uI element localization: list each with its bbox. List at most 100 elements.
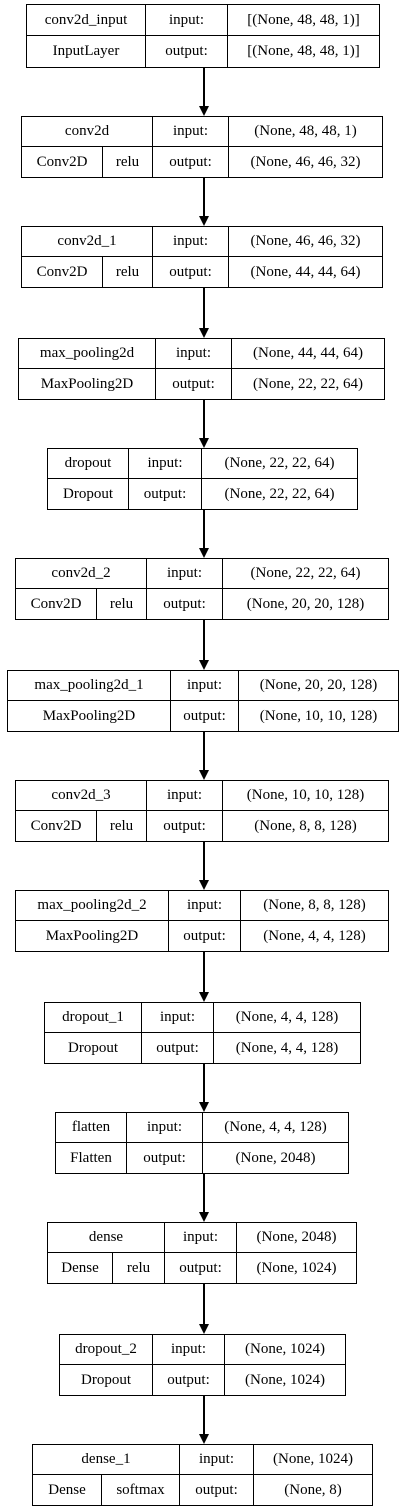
input-shape: (None, 2048) [236,1223,356,1252]
output-label: output: [146,589,222,619]
arrow-shaft [203,68,205,106]
output-shape: (None, 22, 22, 64) [231,369,384,399]
input-shape: (None, 20, 20, 128) [238,671,398,700]
input-label: input: [146,559,222,588]
layer-class: Dense [48,1481,86,1498]
output-label: output: [164,1253,236,1283]
output-shape: (None, 8) [253,1475,372,1505]
input-shape: (None, 22, 22, 64) [201,449,357,478]
activation-label: relu [96,811,146,841]
layer-class: Flatten [70,1149,112,1166]
activation-label: softmax [101,1475,179,1505]
layer-name: dropout [64,455,112,471]
output-shape: (None, 46, 46, 32) [228,147,382,177]
output-label: output: [170,701,238,731]
arrow-head-icon [199,770,209,780]
output-label: output: [146,811,222,841]
layer-name: conv2d_3 [51,787,111,803]
input-label: input: [126,1113,202,1142]
output-shape: (None, 44, 44, 64) [228,257,382,287]
arrow-head-icon [199,328,209,338]
input-shape: (None, 22, 22, 64) [222,559,388,588]
layer-name: max_pooling2d_1 [34,677,144,693]
activation-label: relu [102,257,152,287]
input-shape: (None, 10, 10, 128) [222,781,388,810]
layer-name: dropout_2 [75,1341,137,1357]
output-shape: (None, 22, 22, 64) [201,479,357,509]
layer-name: conv2d_2 [51,565,111,581]
output-shape: (None, 4, 4, 128) [213,1033,360,1063]
layer-class: MaxPooling2D [45,927,139,944]
layer-class: Conv2D [30,595,82,612]
layer-name: max_pooling2d [39,345,135,361]
input-shape: (None, 4, 4, 128) [213,1003,360,1032]
output-shape: (None, 2048) [202,1143,348,1173]
arrow-head-icon [199,1434,209,1444]
input-label: input: [168,891,240,920]
activation-label: relu [102,147,152,177]
arrow-shaft [203,732,205,770]
layer-name: flatten [71,1119,111,1135]
arrow-head-icon [199,880,209,890]
layer-class: Dropout [68,1039,118,1056]
output-label: output: [152,1365,224,1395]
output-shape: (None, 20, 20, 128) [222,589,388,619]
arrow-shaft [203,842,205,880]
input-label: input: [164,1223,236,1252]
arrow-shaft [203,620,205,660]
output-label: output: [145,36,227,67]
arrow-shaft [203,178,205,216]
arrow-shaft [203,510,205,548]
output-label: output: [152,257,228,287]
layer-output-row: Flatten output:(None, 2048) [56,1143,348,1173]
layer-name: dense [88,1229,124,1245]
input-shape: [(None, 48, 48, 1)] [227,5,379,35]
output-label: output: [126,1143,202,1173]
arrow-shaft [203,288,205,328]
input-label: input: [141,1003,213,1032]
arrow-shaft [203,1284,205,1324]
layer-input-row: conv2d_2 input:(None, 22, 22, 64) [16,559,388,589]
input-label: input: [152,117,228,146]
output-label: output: [168,921,240,951]
arrow-head-icon [199,1102,209,1112]
arrow-head-icon [199,438,209,448]
layer-name: max_pooling2d_2 [37,897,147,913]
arrow-head-icon [199,1324,209,1334]
layer-name: conv2d [64,123,110,139]
arrow-shaft [203,1396,205,1434]
layer-class: Conv2D [30,817,82,834]
arrow-shaft [203,400,205,438]
output-shape: (None, 1024) [236,1253,356,1283]
output-shape: (None, 1024) [224,1365,345,1395]
arrow-shaft [203,1064,205,1102]
layer-class: InputLayer [52,43,120,59]
arrow-shaft [203,1174,205,1212]
layer-class: Conv2D [36,263,88,280]
layer-name: conv2d_1 [57,233,117,249]
input-shape: (None, 44, 44, 64) [231,339,384,368]
